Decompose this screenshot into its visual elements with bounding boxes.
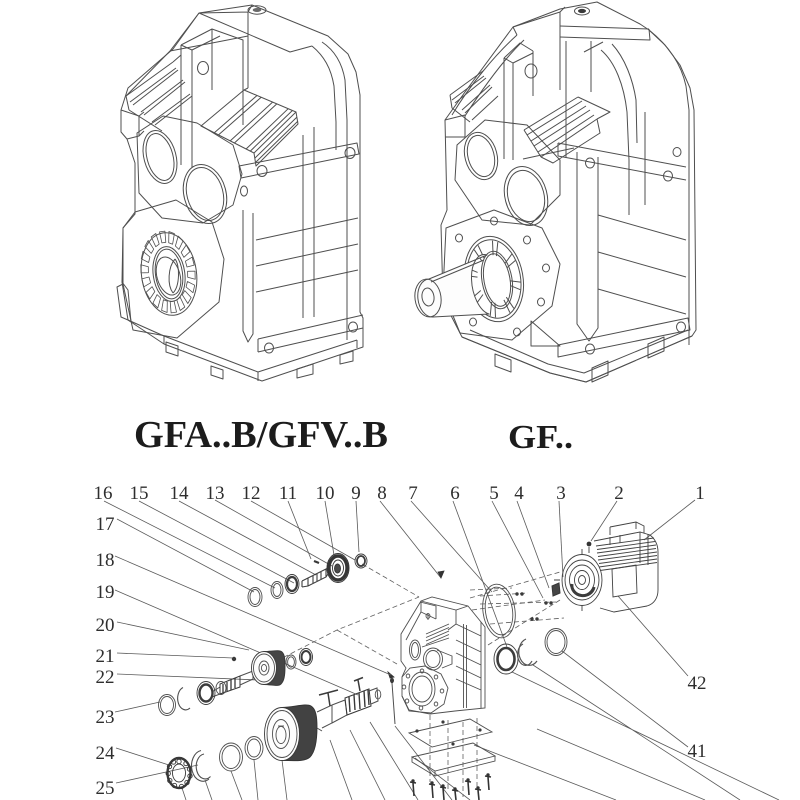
svg-text:9: 9 bbox=[351, 483, 361, 504]
svg-text:11: 11 bbox=[279, 483, 297, 504]
svg-text:10: 10 bbox=[316, 483, 335, 504]
svg-text:6: 6 bbox=[450, 483, 460, 504]
svg-text:8: 8 bbox=[377, 483, 387, 504]
svg-text:GFA..B/GFV..B: GFA..B/GFV..B bbox=[134, 414, 388, 456]
svg-text:16: 16 bbox=[94, 483, 113, 504]
svg-text:7: 7 bbox=[408, 483, 418, 504]
svg-text:14: 14 bbox=[170, 483, 190, 504]
svg-text:41: 41 bbox=[688, 741, 707, 762]
svg-text:15: 15 bbox=[130, 483, 149, 504]
svg-text:23: 23 bbox=[96, 707, 115, 728]
svg-text:21: 21 bbox=[96, 646, 115, 667]
svg-text:2: 2 bbox=[614, 483, 624, 504]
svg-text:19: 19 bbox=[96, 582, 115, 603]
svg-text:13: 13 bbox=[206, 483, 225, 504]
svg-text:5: 5 bbox=[489, 483, 499, 504]
svg-text:17: 17 bbox=[96, 514, 115, 535]
svg-text:22: 22 bbox=[96, 667, 115, 688]
svg-text:42: 42 bbox=[688, 673, 707, 694]
svg-text:4: 4 bbox=[514, 483, 524, 504]
svg-text:3: 3 bbox=[556, 483, 566, 504]
svg-text:GF..: GF.. bbox=[508, 419, 573, 456]
svg-text:12: 12 bbox=[242, 483, 261, 504]
svg-text:20: 20 bbox=[96, 615, 115, 636]
svg-text:24: 24 bbox=[96, 743, 116, 764]
svg-text:1: 1 bbox=[695, 483, 705, 504]
svg-text:18: 18 bbox=[96, 550, 115, 571]
svg-text:25: 25 bbox=[96, 778, 115, 799]
